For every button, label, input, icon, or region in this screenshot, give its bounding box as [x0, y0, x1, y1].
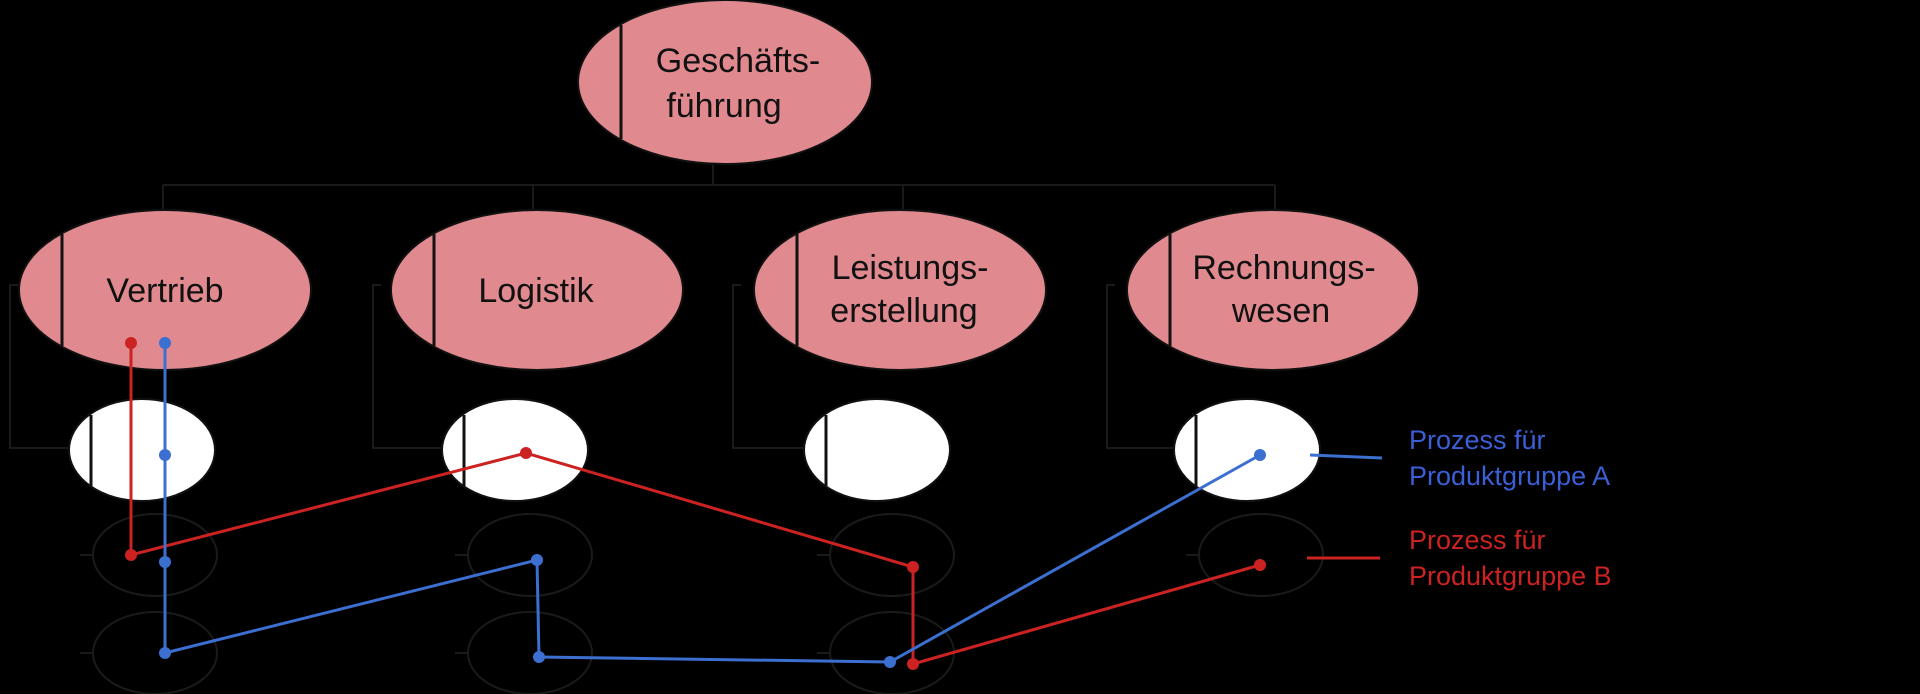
legend-b-line2: Produktgruppe B: [1409, 561, 1612, 591]
process-a-path: [159, 337, 1266, 668]
process-b-path: [125, 337, 1266, 670]
node-geschaeftsfuehrung: Geschäfts- führung: [577, 0, 873, 165]
sub-unit-vertrieb: [68, 398, 216, 502]
legend-a-line1: Prozess für: [1409, 425, 1546, 455]
node-rechnungswesen-line1: Rechnungs-: [1192, 249, 1375, 287]
sub-unit-leistungserstellung: [803, 398, 951, 502]
node-geschaeftsfuehrung-line1: Geschäfts-: [656, 42, 820, 80]
node-logistik: Logistik: [390, 209, 684, 371]
legend-b-line1: Prozess für: [1409, 525, 1546, 555]
legend-process-b: Prozess für Produktgruppe B: [1307, 525, 1612, 591]
sub-units: [68, 398, 1321, 502]
node-logistik-label: Logistik: [478, 272, 594, 310]
sub-unit-rechnungswesen: [1173, 398, 1321, 502]
node-rechnungswesen: Rechnungs- wesen: [1126, 209, 1420, 371]
node-vertrieb-label: Vertrieb: [106, 272, 223, 310]
node-leistungserstellung: Leistungs- erstellung: [753, 209, 1047, 371]
legend-process-a: Prozess für Produktgruppe A: [1309, 425, 1610, 491]
node-leistungserstellung-line1: Leistungs-: [832, 249, 989, 287]
legend: Prozess für Produktgruppe A Prozess für …: [1307, 425, 1612, 591]
node-leistungserstellung-line2: erstellung: [830, 292, 977, 330]
node-rechnungswesen-line2: wesen: [1231, 292, 1330, 330]
legend-a-line2: Produktgruppe A: [1409, 461, 1610, 491]
node-vertrieb: Vertrieb: [18, 209, 312, 371]
sub-unit-logistik: [441, 398, 589, 502]
org-connectors: [9, 165, 1276, 449]
node-geschaeftsfuehrung-line2: führung: [666, 87, 781, 125]
